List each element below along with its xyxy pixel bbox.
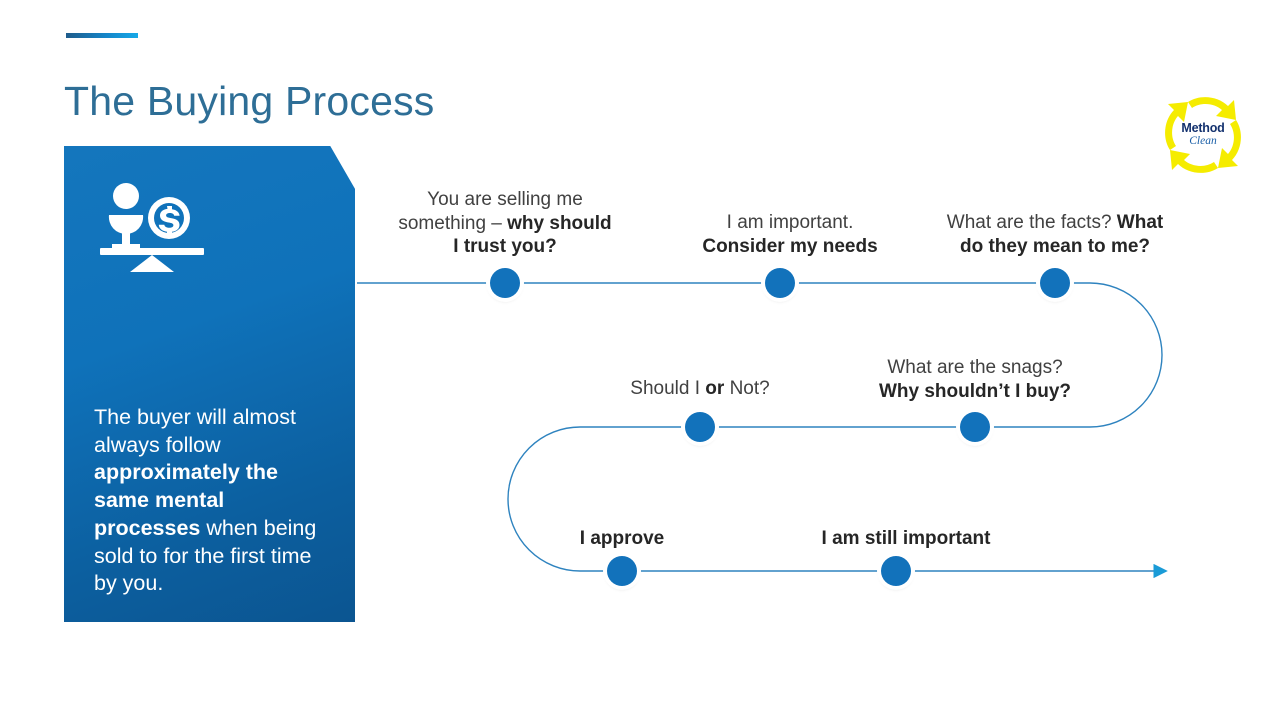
method-clean-logo: Method Clean bbox=[1156, 88, 1250, 182]
flow-label-1: You are selling me something – why shoul… bbox=[398, 188, 611, 259]
flow-label-5-regular: What are the snags? bbox=[887, 357, 1063, 378]
flow-node-2[interactable] bbox=[765, 268, 795, 298]
flow-label-2-bold: Consider my needs bbox=[702, 235, 878, 257]
flow-label-4-regular-tail: Not? bbox=[724, 378, 770, 399]
flow-node-6[interactable] bbox=[607, 556, 637, 586]
flow-node-1[interactable] bbox=[490, 268, 520, 298]
flow-label-3-bold: What do they mean to me? bbox=[959, 212, 1164, 257]
flow-label-4-bold: or bbox=[705, 378, 725, 399]
panel-text-bold: approximately the same mental processes bbox=[94, 460, 278, 540]
flow-label-3: What are the facts? What do they mean to… bbox=[947, 211, 1163, 258]
flow-label-1-bold: why should I trust you? bbox=[453, 212, 612, 258]
flow-label-3-regular: What are the facts? bbox=[946, 212, 1117, 233]
flow-label-4-regular: Should I bbox=[630, 378, 706, 399]
flow-label-1-regular: You are selling me something – bbox=[398, 189, 583, 234]
panel-text-post: when being sold to for the first time by… bbox=[94, 515, 317, 596]
flow-node-7[interactable] bbox=[881, 556, 911, 586]
page-title: The Buying Process bbox=[64, 78, 435, 124]
flow-label-7: I am still important bbox=[822, 527, 991, 551]
flow-label-5-bold: Why shouldn’t I buy? bbox=[878, 380, 1072, 402]
accent-bar bbox=[66, 33, 138, 38]
flow-label-7-bold: I am still important bbox=[821, 528, 991, 549]
flow-label-5: What are the snags? Why shouldn’t I buy? bbox=[879, 356, 1071, 403]
flow-label-6-bold: I approve bbox=[579, 528, 665, 549]
recycle-arrows-icon bbox=[1165, 97, 1241, 173]
flow-label-2-regular: I am important. bbox=[726, 212, 854, 233]
balance-scale-person-money-icon bbox=[100, 180, 204, 272]
flow-label-2: I am important. Consider my needs bbox=[702, 211, 877, 258]
flow-path-row1 bbox=[357, 282, 1163, 428]
panel-text-pre: The buyer will almost always follow bbox=[94, 405, 296, 457]
flow-node-3[interactable] bbox=[1040, 268, 1070, 298]
flow-node-4[interactable] bbox=[685, 412, 715, 442]
panel-body-text: The buyer will almost always follow appr… bbox=[94, 404, 334, 598]
left-info-panel: The buyer will almost always follow appr… bbox=[64, 146, 355, 622]
flow-label-6: I approve bbox=[580, 527, 664, 551]
flow-label-4: Should I or Not? bbox=[630, 377, 769, 401]
flow-node-5[interactable] bbox=[960, 412, 990, 442]
